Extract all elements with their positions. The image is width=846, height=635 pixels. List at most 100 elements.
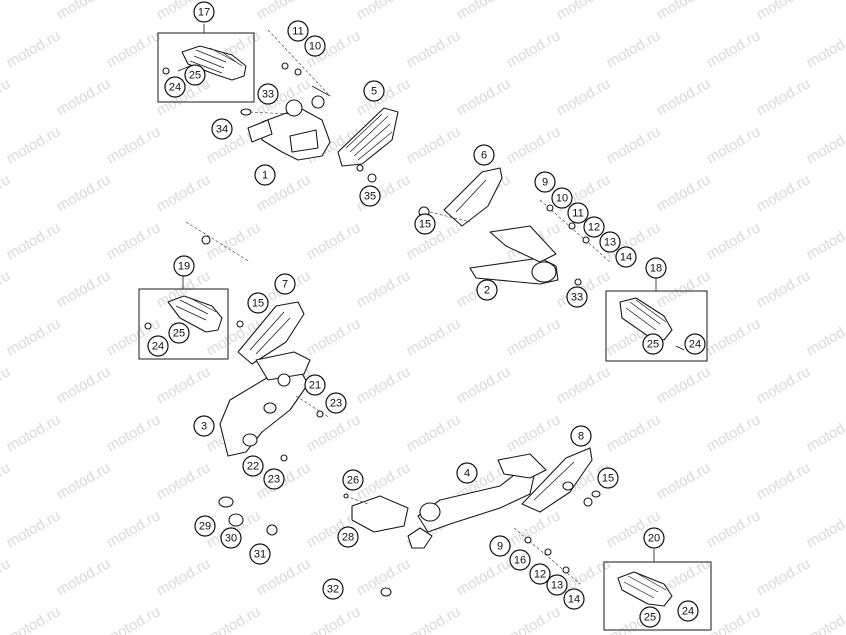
callout-circle xyxy=(570,425,592,447)
watermark-text: motod.ru xyxy=(304,315,364,359)
watermark-text: motod.ru xyxy=(254,0,314,23)
callout-circle xyxy=(274,273,296,295)
callout-22: 22 xyxy=(242,455,264,477)
callout-label: 24 xyxy=(169,82,181,94)
callout-33: 33 xyxy=(257,83,279,105)
callout-24: 24 xyxy=(684,333,706,355)
watermark-text: motod.ru xyxy=(454,555,514,599)
watermark-text: motod.ru xyxy=(704,315,764,359)
callout-circle xyxy=(322,578,344,600)
callout-label: 2 xyxy=(484,285,490,297)
watermark-text: motod.ru xyxy=(104,27,164,71)
callout-label: 7 xyxy=(282,279,288,291)
watermark-text: motod.ru xyxy=(4,219,64,263)
callout-circle xyxy=(147,335,169,357)
callout-15: 15 xyxy=(414,213,436,235)
callout-circle xyxy=(287,20,309,42)
callout-circle xyxy=(249,543,271,565)
watermark-text: motod.ru xyxy=(654,459,714,503)
watermark-text: motod.ru xyxy=(754,459,814,503)
callout-label: 18 xyxy=(650,263,662,275)
inset-box-17 xyxy=(157,24,255,103)
callout-label: 33 xyxy=(262,89,274,101)
watermark-text: motod.ru xyxy=(404,27,464,71)
watermark-text: motod.ru xyxy=(754,267,814,311)
callout-24: 24 xyxy=(147,335,169,357)
watermark-text: motod.ru xyxy=(0,0,13,23)
watermark-text: motod.ru xyxy=(104,123,164,167)
inset-box-18 xyxy=(605,278,708,362)
watermark-text: motod.ru xyxy=(4,603,64,635)
callout-31: 31 xyxy=(249,543,271,565)
callout-19: 19 xyxy=(173,255,195,277)
callout-label: 25 xyxy=(189,70,201,82)
callout-10: 10 xyxy=(304,35,326,57)
callout-label: 30 xyxy=(225,533,237,545)
heel-plate-8 xyxy=(521,447,601,513)
watermark-text: motod.ru xyxy=(104,507,164,551)
callout-circle xyxy=(599,231,621,253)
watermark-text: motod.ru xyxy=(804,411,846,455)
callout-label: 9 xyxy=(542,177,548,189)
watermark-text: motod.ru xyxy=(404,411,464,455)
callout-circle xyxy=(473,144,495,166)
callout-circle xyxy=(359,185,381,207)
callout-label: 12 xyxy=(534,569,546,581)
watermark-text: motod.ru xyxy=(304,411,364,455)
callout-label: 14 xyxy=(620,252,632,264)
callout-10: 10 xyxy=(551,187,573,209)
callout-circle xyxy=(615,246,637,268)
callout-circle xyxy=(677,600,699,622)
watermark-text: motod.ru xyxy=(204,603,264,635)
watermark-text: motod.ru xyxy=(0,363,13,407)
callout-4: 4 xyxy=(456,462,478,484)
callout-circle xyxy=(566,286,588,308)
watermark-text: motod.ru xyxy=(604,411,664,455)
callout-13: 13 xyxy=(599,231,621,253)
callout-7: 7 xyxy=(274,273,296,295)
watermark-text: motod.ru xyxy=(304,603,364,635)
watermark-text: motod.ru xyxy=(54,75,114,119)
callout-32: 32 xyxy=(322,578,344,600)
watermark-text: motod.ru xyxy=(504,603,564,635)
watermark-text: motod.ru xyxy=(804,507,846,551)
watermark-text: motod.ru xyxy=(154,171,214,215)
callout-25: 25 xyxy=(168,322,190,344)
watermark-text: motod.ru xyxy=(454,363,514,407)
callout-23: 23 xyxy=(263,468,285,490)
callout-label: 32 xyxy=(327,584,339,596)
callout-26: 26 xyxy=(342,469,364,491)
callout-11: 11 xyxy=(287,20,309,42)
watermark-text: motod.ru xyxy=(804,27,846,71)
watermark-text: motod.ru xyxy=(754,171,814,215)
callout-label: 10 xyxy=(556,193,568,205)
callout-15: 15 xyxy=(597,467,619,489)
watermark-text: motod.ru xyxy=(304,219,364,263)
bracket-assembly-4 xyxy=(407,453,547,549)
callout-35: 35 xyxy=(359,185,381,207)
watermark-text: motod.ru xyxy=(154,363,214,407)
callout-14: 14 xyxy=(615,246,637,268)
callout-label: 29 xyxy=(199,521,211,533)
watermark-text: motod.ru xyxy=(754,0,814,23)
callout-label: 17 xyxy=(198,7,210,19)
callout-label: 24 xyxy=(152,341,164,353)
callout-label: 35 xyxy=(364,191,376,203)
watermark-text: motod.ru xyxy=(704,411,764,455)
watermark-text: motod.ru xyxy=(54,459,114,503)
watermark-text: motod.ru xyxy=(654,363,714,407)
callout-circle xyxy=(639,606,661,628)
callout-label: 15 xyxy=(419,219,431,231)
shift-link-28 xyxy=(343,493,409,533)
heel-guard-7 xyxy=(237,301,305,365)
watermark-text: motod.ru xyxy=(54,363,114,407)
callout-circle xyxy=(247,292,269,314)
callout-circle xyxy=(546,574,568,596)
watermark-text: motod.ru xyxy=(54,0,114,23)
watermark-text: motod.ru xyxy=(4,123,64,167)
callout-label: 1 xyxy=(262,170,268,182)
watermark-text: motod.ru xyxy=(554,363,614,407)
callout-label: 21 xyxy=(309,380,321,392)
bracket-assembly-1 xyxy=(240,29,331,161)
